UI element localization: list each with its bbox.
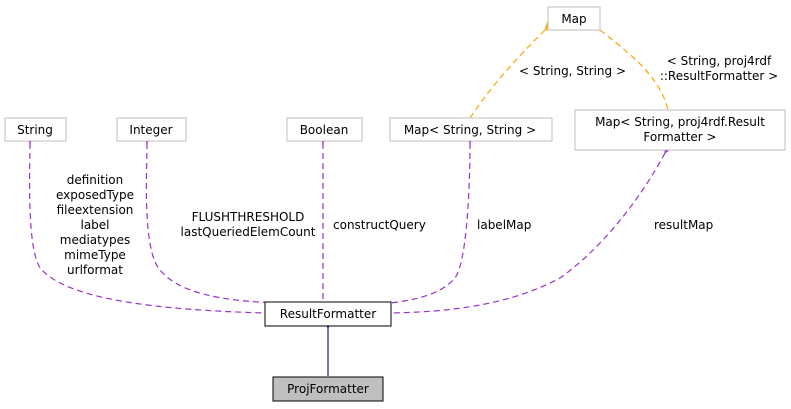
node-map-result-label-line1: Map< String, proj4rdf.Result — [595, 115, 765, 129]
edge-label-string-vars: definition exposedType fileextension lab… — [56, 173, 134, 277]
edge-label-urlformat: urlformat — [67, 263, 123, 277]
edge-template-result — [589, 20, 669, 111]
node-integer-label: Integer — [129, 123, 172, 137]
edge-string-usage — [25, 133, 266, 314]
node-resultformatter[interactable]: ResultFormatter — [264, 301, 392, 327]
node-boolean-label: Boolean — [300, 123, 349, 137]
edge-label-mimetype: mimeType — [64, 248, 126, 262]
node-map-string-string-label: Map< String, String > — [404, 123, 536, 137]
edge-label-flushthreshold: FLUSHTHRESHOLD — [192, 210, 305, 224]
node-map-result-label-line2: Formatter > — [643, 130, 716, 144]
node-map-label: Map — [561, 12, 586, 26]
edge-label-exposedtype: exposedType — [56, 188, 134, 202]
edge-resultmap-usage — [389, 142, 674, 314]
node-integer[interactable]: Integer — [116, 117, 187, 142]
edge-label-lastqueriedelemcount: lastQueriedElemCount — [181, 225, 316, 239]
edge-template-string-string — [469, 20, 555, 119]
edge-label-definition: definition — [67, 173, 123, 187]
node-string-label: String — [17, 123, 53, 137]
edge-label-template-string-string: < String, String > — [519, 64, 626, 78]
node-string[interactable]: String — [4, 117, 67, 142]
edge-label-fileextension: fileextension — [57, 203, 134, 217]
edge-label-integer-vars: FLUSHTHRESHOLD lastQueriedElemCount — [181, 210, 316, 239]
node-boolean[interactable]: Boolean — [286, 117, 363, 142]
edge-label-label: label — [80, 218, 109, 232]
edge-label-template-result-line2: ::ResultFormatter > — [660, 69, 778, 83]
node-projformatter-label: ProjFormatter — [287, 382, 369, 396]
node-map[interactable]: Map — [547, 6, 601, 31]
edge-label-resultmap: resultMap — [654, 218, 713, 232]
node-resultformatter-label: ResultFormatter — [280, 307, 376, 321]
edge-label-labelmap: labelMap — [477, 218, 531, 232]
edge-labelmap-usage — [389, 133, 476, 304]
node-map-string-string[interactable]: Map< String, String > — [389, 117, 553, 142]
edge-label-mediatypes: mediatypes — [60, 233, 130, 247]
edge-label-constructquery: constructQuery — [333, 218, 426, 232]
node-projformatter[interactable]: ProjFormatter — [272, 376, 384, 402]
node-map-string-resultformatter[interactable]: Map< String, proj4rdf.Result Formatter > — [574, 109, 786, 151]
edge-integer-usage — [142, 133, 286, 304]
edge-label-template-result-line1: < String, proj4rdf — [667, 54, 772, 68]
